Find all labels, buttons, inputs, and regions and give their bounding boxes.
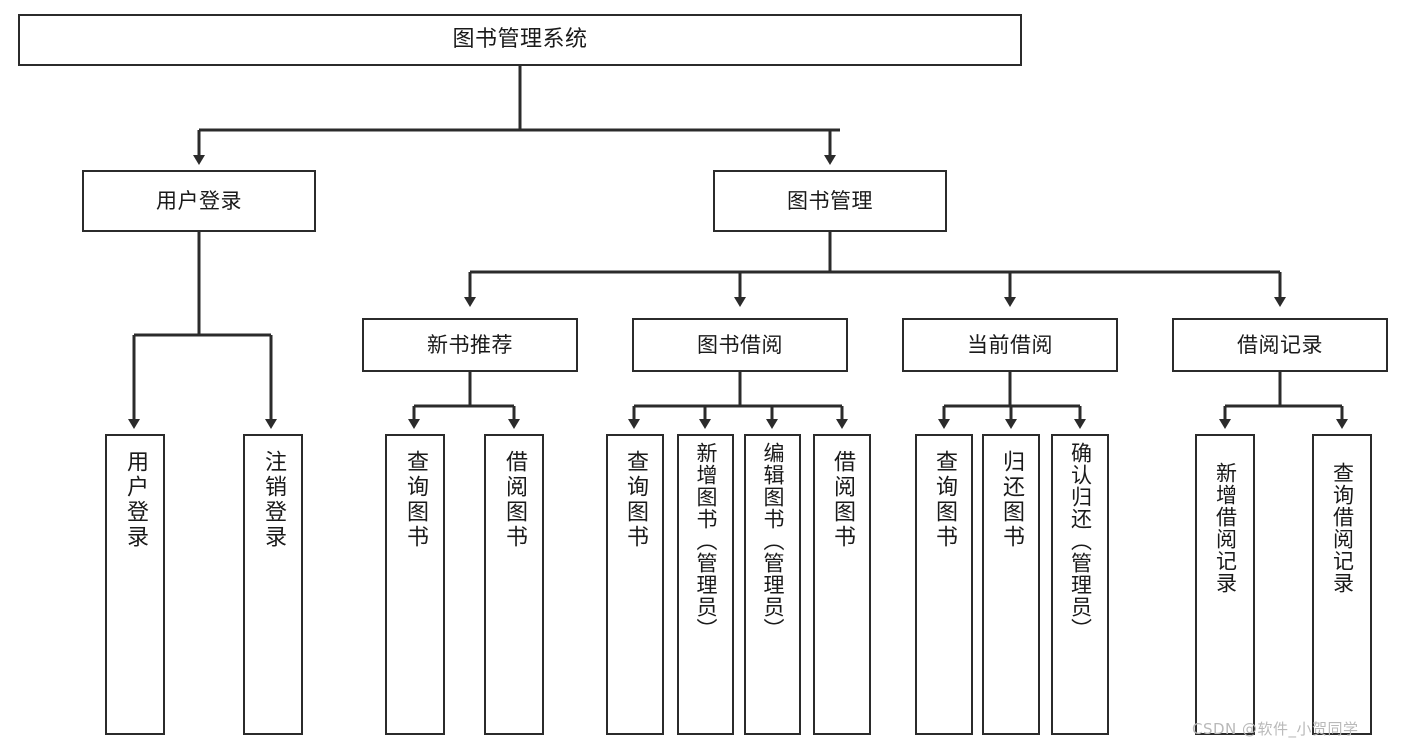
leaf-borrow-record-query[interactable]: 查询借阅记录 [1312, 434, 1372, 735]
node-user-login-label: 用户登录 [156, 188, 242, 213]
node-current-borrow-label: 当前借阅 [967, 332, 1053, 357]
leaf-borrow-record-add-label: 新增借阅记录 [1213, 462, 1238, 594]
leaf-new-book-query-label: 查询图书 [403, 450, 428, 550]
leaf-new-book-borrow-label: 借阅图书 [502, 450, 527, 550]
node-book-borrow[interactable]: 图书借阅 [632, 318, 848, 372]
node-book-management-label: 图书管理 [787, 188, 873, 213]
leaf-new-book-query[interactable]: 查询图书 [385, 434, 445, 735]
leaf-user-login-signin-label: 用户登录 [123, 450, 148, 550]
leaf-user-login-signout[interactable]: 注销登录 [243, 434, 303, 735]
leaf-new-book-borrow[interactable]: 借阅图书 [484, 434, 544, 735]
leaf-book-borrow-add[interactable]: 新增图书（管理员） [677, 434, 734, 735]
leaf-book-borrow-query-label: 查询图书 [623, 450, 648, 550]
leaf-book-borrow-query[interactable]: 查询图书 [606, 434, 664, 735]
leaf-book-borrow-edit[interactable]: 编辑图书（管理员） [744, 434, 801, 735]
leaf-user-login-signout-label: 注销登录 [261, 450, 286, 550]
leaf-book-borrow-edit-label: 编辑图书（管理员） [761, 442, 785, 640]
node-user-login[interactable]: 用户登录 [82, 170, 316, 232]
leaf-current-borrow-query[interactable]: 查询图书 [915, 434, 973, 735]
leaf-user-login-signin[interactable]: 用户登录 [105, 434, 165, 735]
node-book-management[interactable]: 图书管理 [713, 170, 947, 232]
leaf-current-borrow-confirm[interactable]: 确认归还（管理员） [1051, 434, 1109, 735]
watermark-csdn: CSDN @软件_小贺同学 [1192, 720, 1359, 738]
node-current-borrow[interactable]: 当前借阅 [902, 318, 1118, 372]
leaf-borrow-record-query-label: 查询借阅记录 [1330, 462, 1355, 594]
leaf-borrow-record-add[interactable]: 新增借阅记录 [1195, 434, 1255, 735]
leaf-book-borrow-add-label: 新增图书（管理员） [694, 442, 718, 640]
leaf-book-borrow-borrow[interactable]: 借阅图书 [813, 434, 871, 735]
leaf-current-borrow-query-label: 查询图书 [932, 450, 957, 550]
leaf-current-borrow-return[interactable]: 归还图书 [982, 434, 1040, 735]
node-root-label: 图书管理系统 [452, 27, 588, 53]
node-new-book-recommend-label: 新书推荐 [427, 332, 513, 357]
node-new-book-recommend[interactable]: 新书推荐 [362, 318, 578, 372]
node-book-borrow-label: 图书借阅 [697, 332, 783, 357]
node-root[interactable]: 图书管理系统 [18, 14, 1022, 66]
node-borrow-record[interactable]: 借阅记录 [1172, 318, 1388, 372]
node-borrow-record-label: 借阅记录 [1237, 332, 1323, 357]
leaf-current-borrow-confirm-label: 确认归还（管理员） [1068, 442, 1093, 640]
leaf-current-borrow-return-label: 归还图书 [999, 450, 1024, 550]
leaf-book-borrow-borrow-label: 借阅图书 [830, 450, 855, 550]
